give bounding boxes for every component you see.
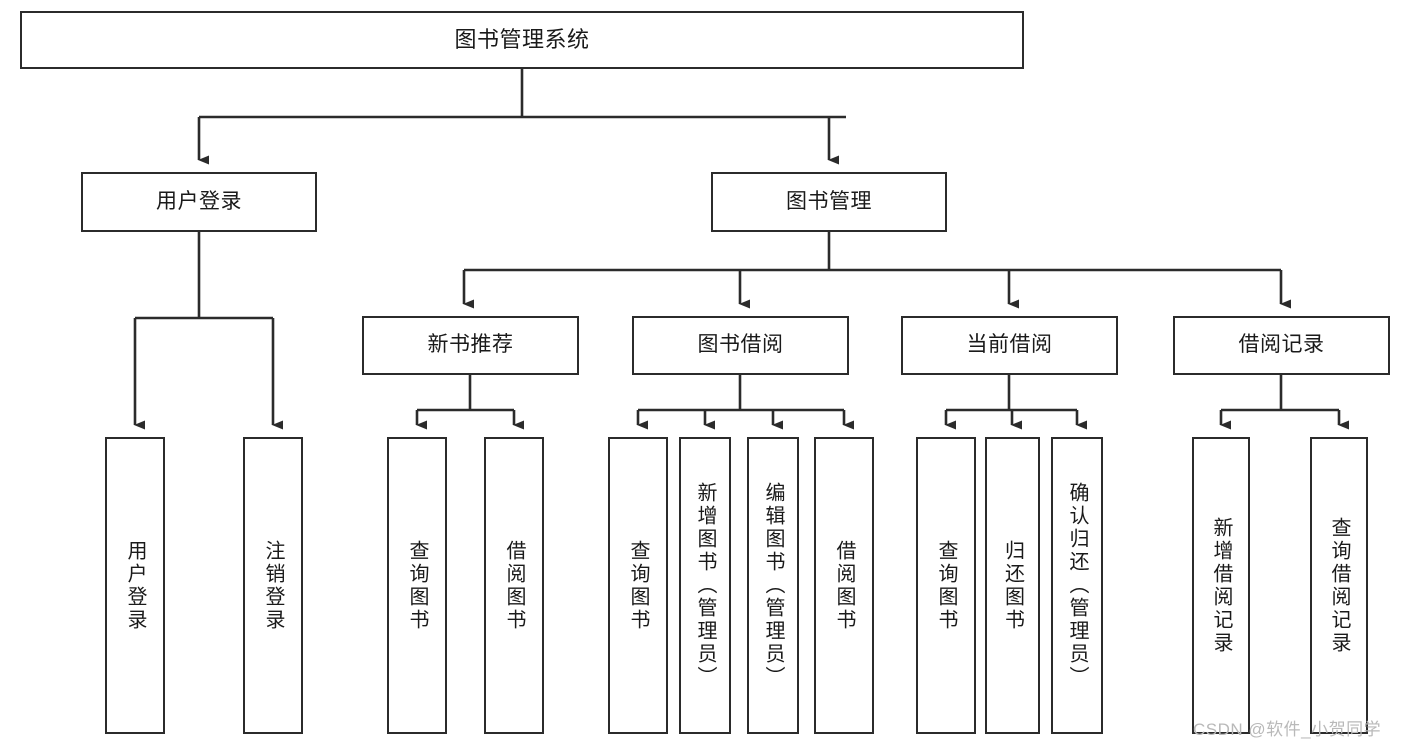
node-leaf-add-record[interactable]: 新增借阅记录 — [1192, 437, 1250, 734]
node-leaf-confirm-return-label: 确认归还（管理员） — [1066, 482, 1088, 689]
node-leaf-query-book-2-label: 查询图书 — [627, 539, 649, 632]
node-leaf-query-book-1[interactable]: 查询图书 — [387, 437, 447, 734]
node-leaf-add-book-label: 新增图书（管理员） — [694, 482, 716, 689]
node-book-manage[interactable]: 图书管理 — [711, 172, 947, 232]
node-user-login[interactable]: 用户登录 — [81, 172, 317, 232]
node-leaf-user-login[interactable]: 用户登录 — [105, 437, 165, 734]
node-leaf-edit-book-label: 编辑图书（管理员） — [762, 482, 784, 689]
node-leaf-user-login-label: 用户登录 — [124, 539, 146, 632]
node-leaf-confirm-return[interactable]: 确认归还（管理员） — [1051, 437, 1103, 734]
node-leaf-query-book-3[interactable]: 查询图书 — [916, 437, 976, 734]
node-leaf-user-logout-label: 注销登录 — [262, 539, 284, 632]
node-leaf-query-record-label: 查询借阅记录 — [1328, 516, 1350, 655]
node-current-borrow[interactable]: 当前借阅 — [901, 316, 1118, 375]
node-leaf-query-book-3-label: 查询图书 — [935, 539, 957, 632]
node-book-manage-label: 图书管理 — [786, 189, 872, 213]
node-leaf-query-book-1-label: 查询图书 — [406, 539, 428, 632]
node-leaf-query-record[interactable]: 查询借阅记录 — [1310, 437, 1368, 734]
csdn-watermark: CSDN @软件_小贺同学 — [1193, 720, 1382, 739]
node-new-book-recommend[interactable]: 新书推荐 — [362, 316, 579, 375]
node-leaf-borrow-book-2[interactable]: 借阅图书 — [814, 437, 874, 734]
node-new-book-recommend-label: 新书推荐 — [427, 333, 514, 357]
node-leaf-add-record-label: 新增借阅记录 — [1210, 516, 1232, 655]
node-leaf-query-book-2[interactable]: 查询图书 — [608, 437, 668, 734]
node-borrow-record[interactable]: 借阅记录 — [1173, 316, 1390, 375]
node-leaf-edit-book[interactable]: 编辑图书（管理员） — [747, 437, 799, 734]
node-leaf-borrow-book-1[interactable]: 借阅图书 — [484, 437, 544, 734]
node-leaf-return-book[interactable]: 归还图书 — [985, 437, 1040, 734]
node-leaf-borrow-book-2-label: 借阅图书 — [833, 539, 855, 632]
node-leaf-add-book[interactable]: 新增图书（管理员） — [679, 437, 731, 734]
node-current-borrow-label: 当前借阅 — [966, 333, 1053, 357]
node-borrow-record-label: 借阅记录 — [1238, 333, 1325, 357]
node-leaf-user-logout[interactable]: 注销登录 — [243, 437, 303, 734]
node-leaf-borrow-book-1-label: 借阅图书 — [503, 539, 525, 632]
node-book-borrow[interactable]: 图书借阅 — [632, 316, 849, 375]
node-root-label: 图书管理系统 — [454, 27, 590, 53]
node-book-borrow-label: 图书借阅 — [697, 333, 784, 357]
node-user-login-label: 用户登录 — [156, 189, 242, 213]
node-root[interactable]: 图书管理系统 — [20, 11, 1024, 69]
node-leaf-return-book-label: 归还图书 — [1001, 539, 1024, 632]
